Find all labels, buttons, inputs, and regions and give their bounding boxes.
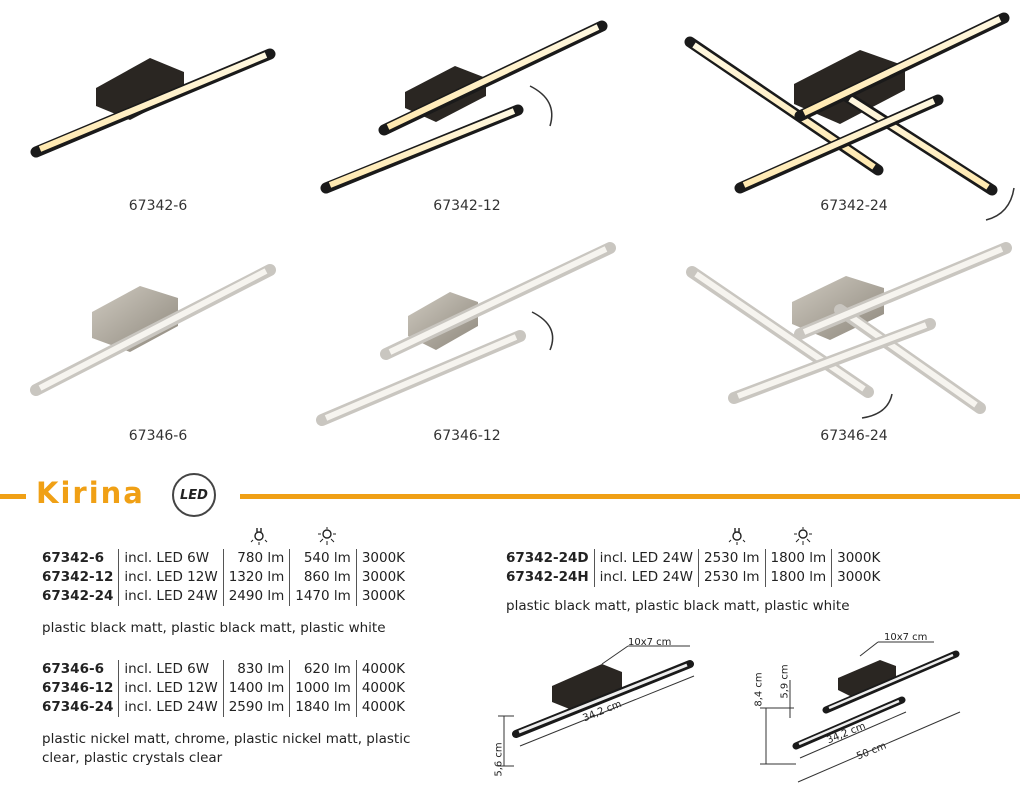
table-row: 67346-24 incl. LED 24W 2590 lm 1840 lm 4…: [42, 698, 411, 717]
lumen-value: 1400 lm: [222, 679, 290, 698]
product-caption: 67346-12: [433, 428, 501, 444]
rotate-arrow-icon: [531, 311, 554, 351]
lumen-output: 1800 lm: [764, 549, 832, 568]
color-temp: 3000K: [355, 587, 411, 606]
rotate-arrow-icon: [861, 393, 893, 419]
article-number: 67346-24: [42, 699, 114, 715]
table-row: 67346-12 incl. LED 12W 1400 lm 1000 lm 4…: [42, 679, 411, 698]
article-number: 67346-6: [42, 661, 104, 677]
material-note: plastic black matt, plastic black matt, …: [506, 598, 850, 614]
title-rule-left: [0, 494, 26, 499]
product-67342-12-image: [320, 20, 608, 194]
dim-height-label: 5,6 cm: [493, 742, 505, 777]
product-caption: 67342-24: [820, 198, 888, 214]
product-67346-24-image: [686, 242, 1012, 419]
lumen-output: 540 lm: [289, 549, 357, 568]
article-number: 67342-6: [42, 550, 104, 566]
product-family-title: Kirina: [36, 476, 145, 510]
spec-table-67342: 67342-6 incl. LED 6W 780 lm 540 lm 3000K…: [42, 549, 411, 606]
spec-table-67342-24dh: 67342-24D incl. LED 24W 2530 lm 1800 lm …: [506, 549, 886, 587]
table-row: 67346-6 incl. LED 6W 830 lm 620 lm 4000K: [42, 660, 411, 679]
product-caption: 67346-24: [820, 428, 888, 444]
rotate-arrow-icon: [985, 187, 1015, 221]
led-power: incl. LED 12W: [118, 679, 224, 698]
lumen-value: 830 lm: [222, 660, 290, 679]
lumen-value: 2590 lm: [222, 698, 290, 717]
lumen-value: 2530 lm: [697, 568, 766, 587]
lumen-value: 1320 lm: [222, 568, 290, 587]
led-power: incl. LED 24W: [118, 698, 224, 717]
material-note: plastic nickel matt, chrome, plastic nic…: [42, 731, 411, 747]
lumen-output: 1840 lm: [289, 698, 357, 717]
product-illustrations: [30, 12, 1015, 426]
dim-box-label: 10x7 cm: [884, 632, 928, 643]
table-row: 67342-24 incl. LED 24W 2490 lm 1470 lm 3…: [42, 587, 411, 606]
rotate-arrow-icon: [529, 85, 553, 127]
color-temp: 4000K: [355, 679, 411, 698]
product-67342-24-image: [684, 12, 1015, 221]
color-temp: 3000K: [831, 568, 886, 587]
color-temp: 4000K: [355, 660, 411, 679]
article-number: 67342-24H: [506, 569, 589, 585]
article-number: 67342-12: [42, 569, 114, 585]
plug-bulb-icon: [250, 528, 268, 545]
dimension-drawing-double: [760, 641, 961, 783]
lumen-output: 620 lm: [289, 660, 357, 679]
table-row: 67342-6 incl. LED 6W 780 lm 540 lm 3000K: [42, 549, 411, 568]
product-caption: 67346-6: [128, 428, 188, 444]
spec-table-67346: 67346-6 incl. LED 6W 830 lm 620 lm 4000K…: [42, 660, 411, 717]
plug-bulb-icon: [728, 528, 746, 545]
article-number: 67346-12: [42, 680, 114, 696]
article-number: 67342-24D: [506, 550, 589, 566]
dim-height-label: 5,9 cm: [779, 664, 791, 699]
led-power: incl. LED 24W: [118, 587, 224, 606]
lumen-value: 2490 lm: [222, 587, 290, 606]
bulb-light-icon: [794, 527, 812, 545]
lumen-output: 1800 lm: [764, 568, 832, 587]
product-67346-6-image: [30, 264, 276, 396]
table-row: 67342-24D incl. LED 24W 2530 lm 1800 lm …: [506, 549, 886, 568]
product-caption: 67342-12: [433, 198, 501, 214]
bulb-light-icon: [318, 527, 336, 545]
dim-box-label: 10x7 cm: [628, 637, 672, 648]
led-power: incl. LED 6W: [118, 549, 224, 568]
material-note: clear, plastic crystals clear: [42, 750, 223, 766]
lumen-value: 2530 lm: [697, 549, 766, 568]
dim-height-label: 8,4 cm: [753, 672, 765, 707]
product-67342-6-image: [30, 48, 276, 158]
product-caption: 67342-6: [128, 198, 188, 214]
led-badge-icon: LED: [172, 473, 216, 517]
title-rule-right: [240, 494, 1020, 499]
led-power: incl. LED 24W: [593, 568, 699, 587]
dimension-drawing-single: [498, 645, 695, 767]
lumen-output: 860 lm: [289, 568, 357, 587]
led-power: incl. LED 24W: [593, 549, 699, 568]
table-row: 67342-24H incl. LED 24W 2530 lm 1800 lm …: [506, 568, 886, 587]
led-power: incl. LED 6W: [118, 660, 224, 679]
article-number: 67342-24: [42, 588, 114, 604]
product-67346-12-image: [316, 242, 616, 426]
color-temp: 3000K: [831, 549, 886, 568]
dimension-drawings: [498, 641, 961, 783]
lumen-value: 780 lm: [222, 549, 290, 568]
color-temp: 4000K: [355, 698, 411, 717]
led-power: incl. LED 12W: [118, 568, 224, 587]
color-temp: 3000K: [355, 549, 411, 568]
table-row: 67342-12 incl. LED 12W 1320 lm 860 lm 30…: [42, 568, 411, 587]
lumen-output: 1470 lm: [289, 587, 357, 606]
lumen-output: 1000 lm: [289, 679, 357, 698]
color-temp: 3000K: [355, 568, 411, 587]
material-note: plastic black matt, plastic black matt, …: [42, 620, 386, 636]
